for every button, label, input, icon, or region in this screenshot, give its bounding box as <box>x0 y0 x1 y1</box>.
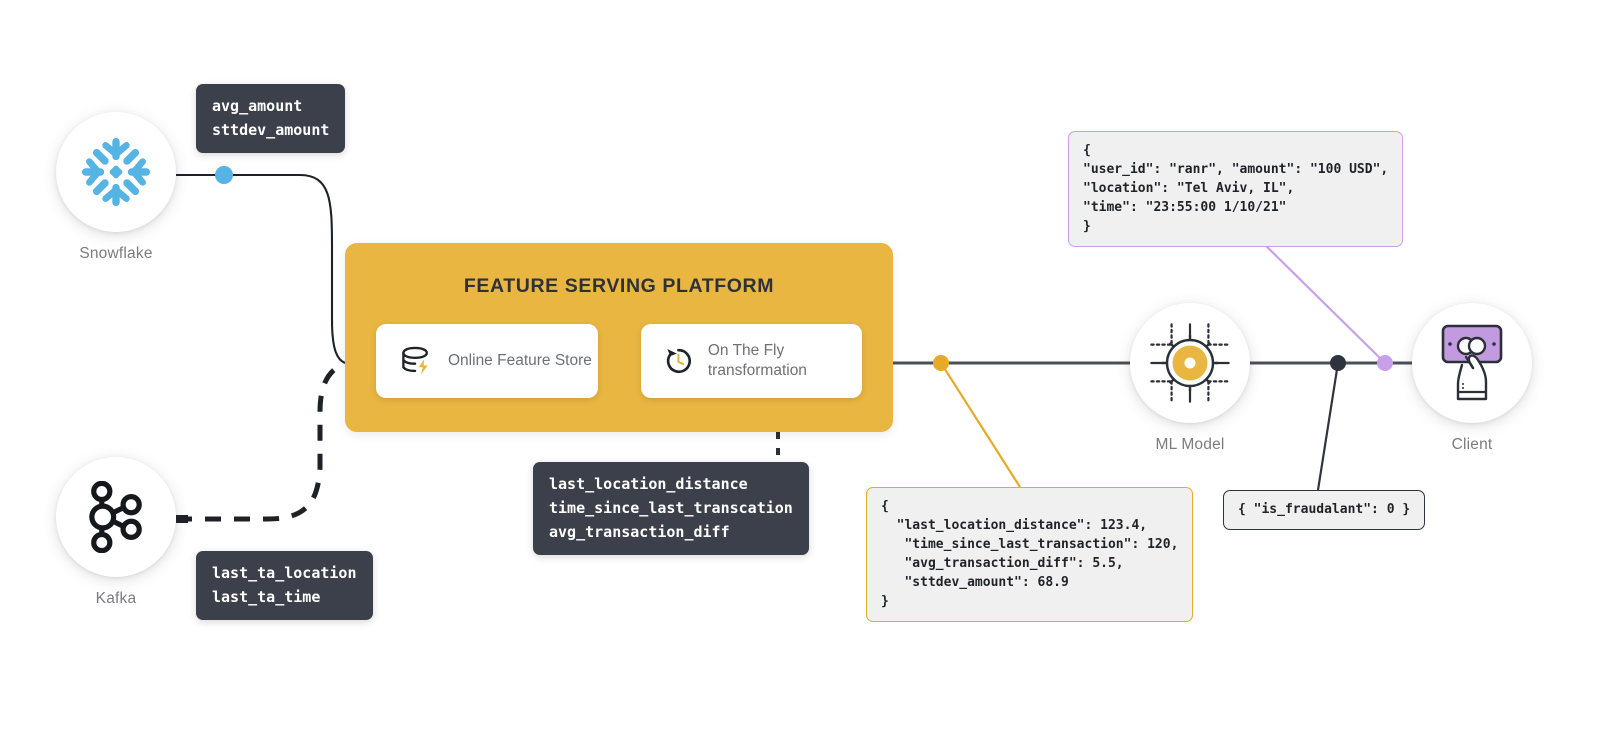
json-prediction-payload: { "is_fraudalant": 0 } <box>1223 490 1426 530</box>
features-wire-dot <box>933 355 949 371</box>
feature-label-snowflake: avg_amount sttdev_amount <box>196 84 346 153</box>
clock-rotate-icon <box>666 348 691 374</box>
endpoint-node-ml-model[interactable]: ML Model <box>1130 303 1250 454</box>
leader-request-json <box>1257 237 1386 364</box>
feature-serving-platform: FEATURE SERVING PLATFORM Online Feature … <box>345 243 893 432</box>
kafka-wire-cap <box>176 515 188 523</box>
ml-model-label: ML Model <box>1155 436 1225 453</box>
platform-title: FEATURE SERVING PLATFORM <box>463 275 775 297</box>
client-disc <box>1412 303 1532 423</box>
endpoint-node-client[interactable]: Client <box>1412 303 1532 454</box>
json-features-payload: { "last_location_distance": 123.4, "time… <box>866 487 1194 622</box>
feature-label-kafka: last_ta_location last_ta_time <box>196 551 373 620</box>
prediction-wire-dot <box>1330 355 1346 371</box>
wire-kafka <box>176 361 346 522</box>
hand-holding-phone-icon <box>1441 324 1503 401</box>
kafka-disc <box>56 457 176 577</box>
snowflake-disc <box>56 112 176 232</box>
source-node-kafka[interactable]: Kafka <box>56 457 176 608</box>
database-bolt-icon <box>402 346 428 375</box>
source-node-snowflake[interactable]: Snowflake <box>56 112 176 263</box>
wire-snowflake <box>176 173 346 364</box>
card-on-the-fly-label: On The Fly transformation <box>707 342 807 379</box>
kafka-label: Kafka <box>95 590 137 607</box>
ml-model-disc <box>1130 303 1250 423</box>
card-on-the-fly-transformation[interactable]: On The Fly transformation <box>641 324 862 398</box>
card-online-feature-store-label: Online Feature Store <box>448 352 592 369</box>
snowflake-label: Snowflake <box>79 245 153 262</box>
feature-label-on-the-fly: last_location_distance time_since_last_t… <box>533 462 809 555</box>
gear-icon <box>1150 323 1230 403</box>
leader-prediction-json <box>1316 362 1340 491</box>
card-online-feature-store[interactable]: Online Feature Store <box>376 324 598 398</box>
kafka-icon <box>89 481 142 553</box>
snowflake-icon <box>81 137 151 207</box>
snowflake-wire-dot <box>215 166 233 184</box>
leader-features-json <box>940 362 1021 488</box>
request-wire-dot <box>1377 355 1393 371</box>
client-label: Client <box>1451 436 1493 453</box>
json-request-payload: { "user_id": "ranr", "amount": "100 USD"… <box>1068 131 1404 247</box>
